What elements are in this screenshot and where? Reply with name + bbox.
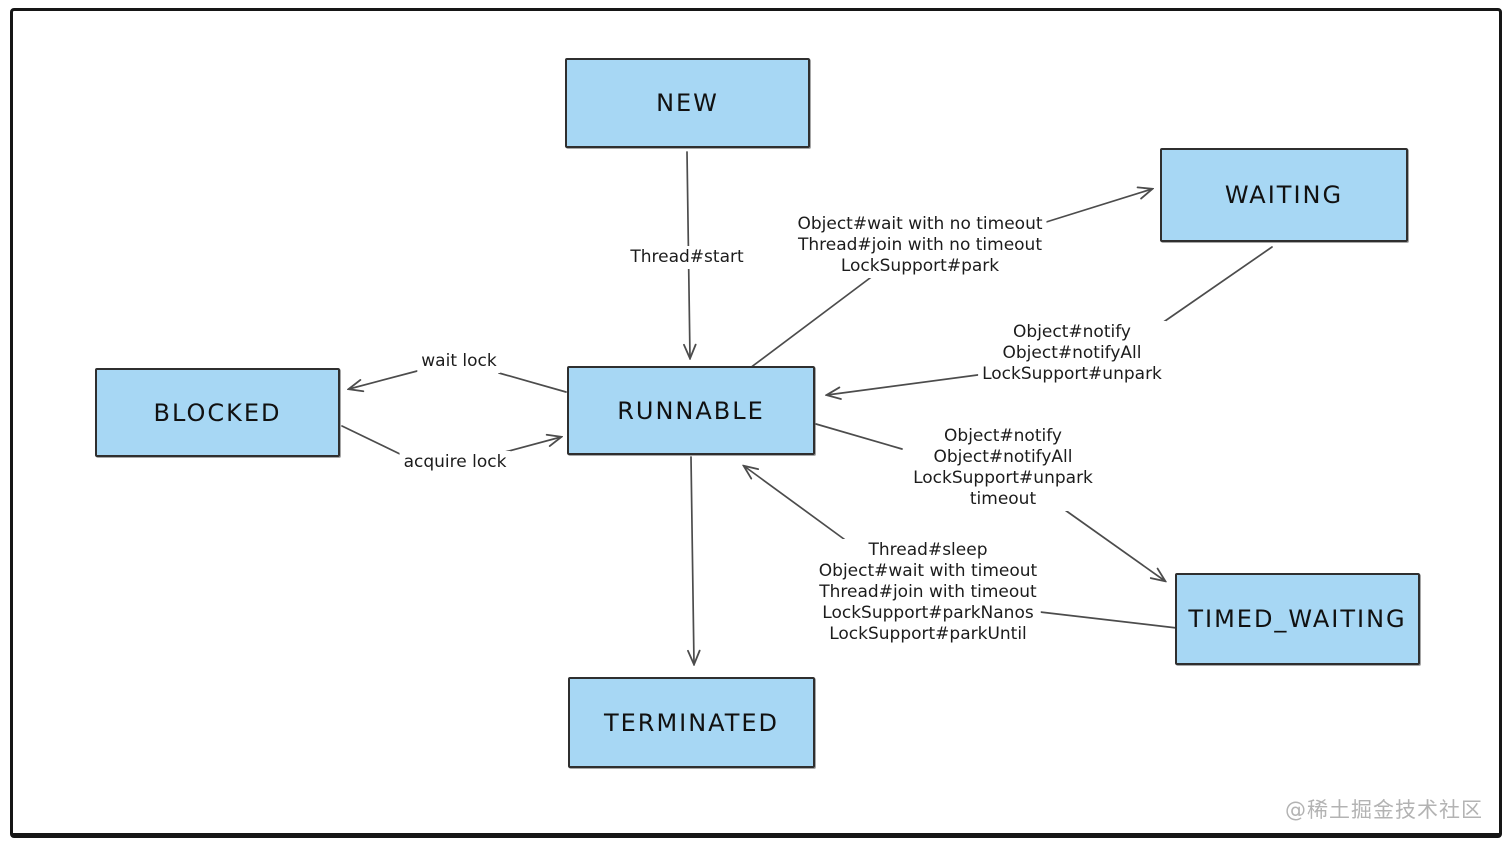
edge-label-line: LockSupport#unpark <box>982 364 1162 384</box>
edge-label-thread-start: Thread#start <box>626 246 748 269</box>
edge-label-acquire-lock: acquire lock <box>399 451 511 474</box>
state-node-timed-waiting: TIMED_WAITING <box>1175 573 1420 665</box>
edge-label-line: LockSupport#unpark <box>913 468 1093 488</box>
edge-label-line: Object#notifyAll <box>1002 343 1142 363</box>
edge-label-line: Object#notifyAll <box>933 447 1073 467</box>
state-node-new-label: NEW <box>656 89 719 117</box>
edge-label-line: LockSupport#parkUntil <box>829 624 1027 644</box>
edge-runnable-to-terminated-arrow <box>691 456 694 664</box>
edge-runnable-to-blocked-arrow <box>349 369 567 393</box>
edge-waiting-to-runnable-arrow <box>827 246 1273 395</box>
edge-label-line: timeout <box>969 489 1037 509</box>
edge-timed-waiting-to-runnable-arrow <box>744 466 1178 629</box>
edge-label-line: Thread#join with no timeout <box>797 235 1042 255</box>
edge-blocked-to-runnable-arrow <box>341 425 561 456</box>
state-node-waiting-label: WAITING <box>1224 181 1344 209</box>
edge-runnable-to-waiting-arrow <box>749 189 1152 369</box>
edge-label-wait-lock: wait lock <box>417 350 501 373</box>
edge-label-line: Thread#sleep <box>868 540 988 560</box>
edge-label-waiting-to-runnable: Object#notify Object#notifyAll LockSuppo… <box>978 321 1166 386</box>
edge-runnable-to-timed-waiting-arrow <box>815 423 1165 581</box>
state-node-blocked: BLOCKED <box>95 368 340 457</box>
edge-label-line: Object#notify <box>1013 322 1131 342</box>
edge-label-runnable-to-timed-waiting: Object#notify Object#notifyAll LockSuppo… <box>909 425 1097 511</box>
edge-label-line: Object#notify <box>944 426 1062 446</box>
edge-label-timed-waiting-to-runnable: Thread#sleep Object#wait with timeout Th… <box>814 539 1042 646</box>
state-node-waiting: WAITING <box>1160 148 1408 242</box>
state-node-runnable-label: RUNNABLE <box>617 396 765 425</box>
watermark: @稀土掘金技术社区 <box>1285 798 1483 822</box>
edge-label-runnable-to-waiting: Object#wait with no timeout Thread#join … <box>793 213 1047 278</box>
edge-label-line: Object#wait with no timeout <box>797 214 1043 234</box>
edge-label-line: Object#wait with timeout <box>818 561 1038 581</box>
state-node-timed-waiting-label: TIMED_WAITING <box>1188 605 1407 633</box>
state-node-terminated-label: TERMINATED <box>603 708 780 737</box>
state-node-blocked-label: BLOCKED <box>153 398 282 427</box>
state-node-new: NEW <box>565 58 810 148</box>
edge-label-line: LockSupport#parkNanos <box>822 603 1034 623</box>
edge-label-line: LockSupport#park <box>840 256 1000 276</box>
state-node-runnable: RUNNABLE <box>567 366 815 455</box>
state-node-terminated: TERMINATED <box>568 677 815 768</box>
edge-label-line: Thread#join with timeout <box>819 582 1037 602</box>
